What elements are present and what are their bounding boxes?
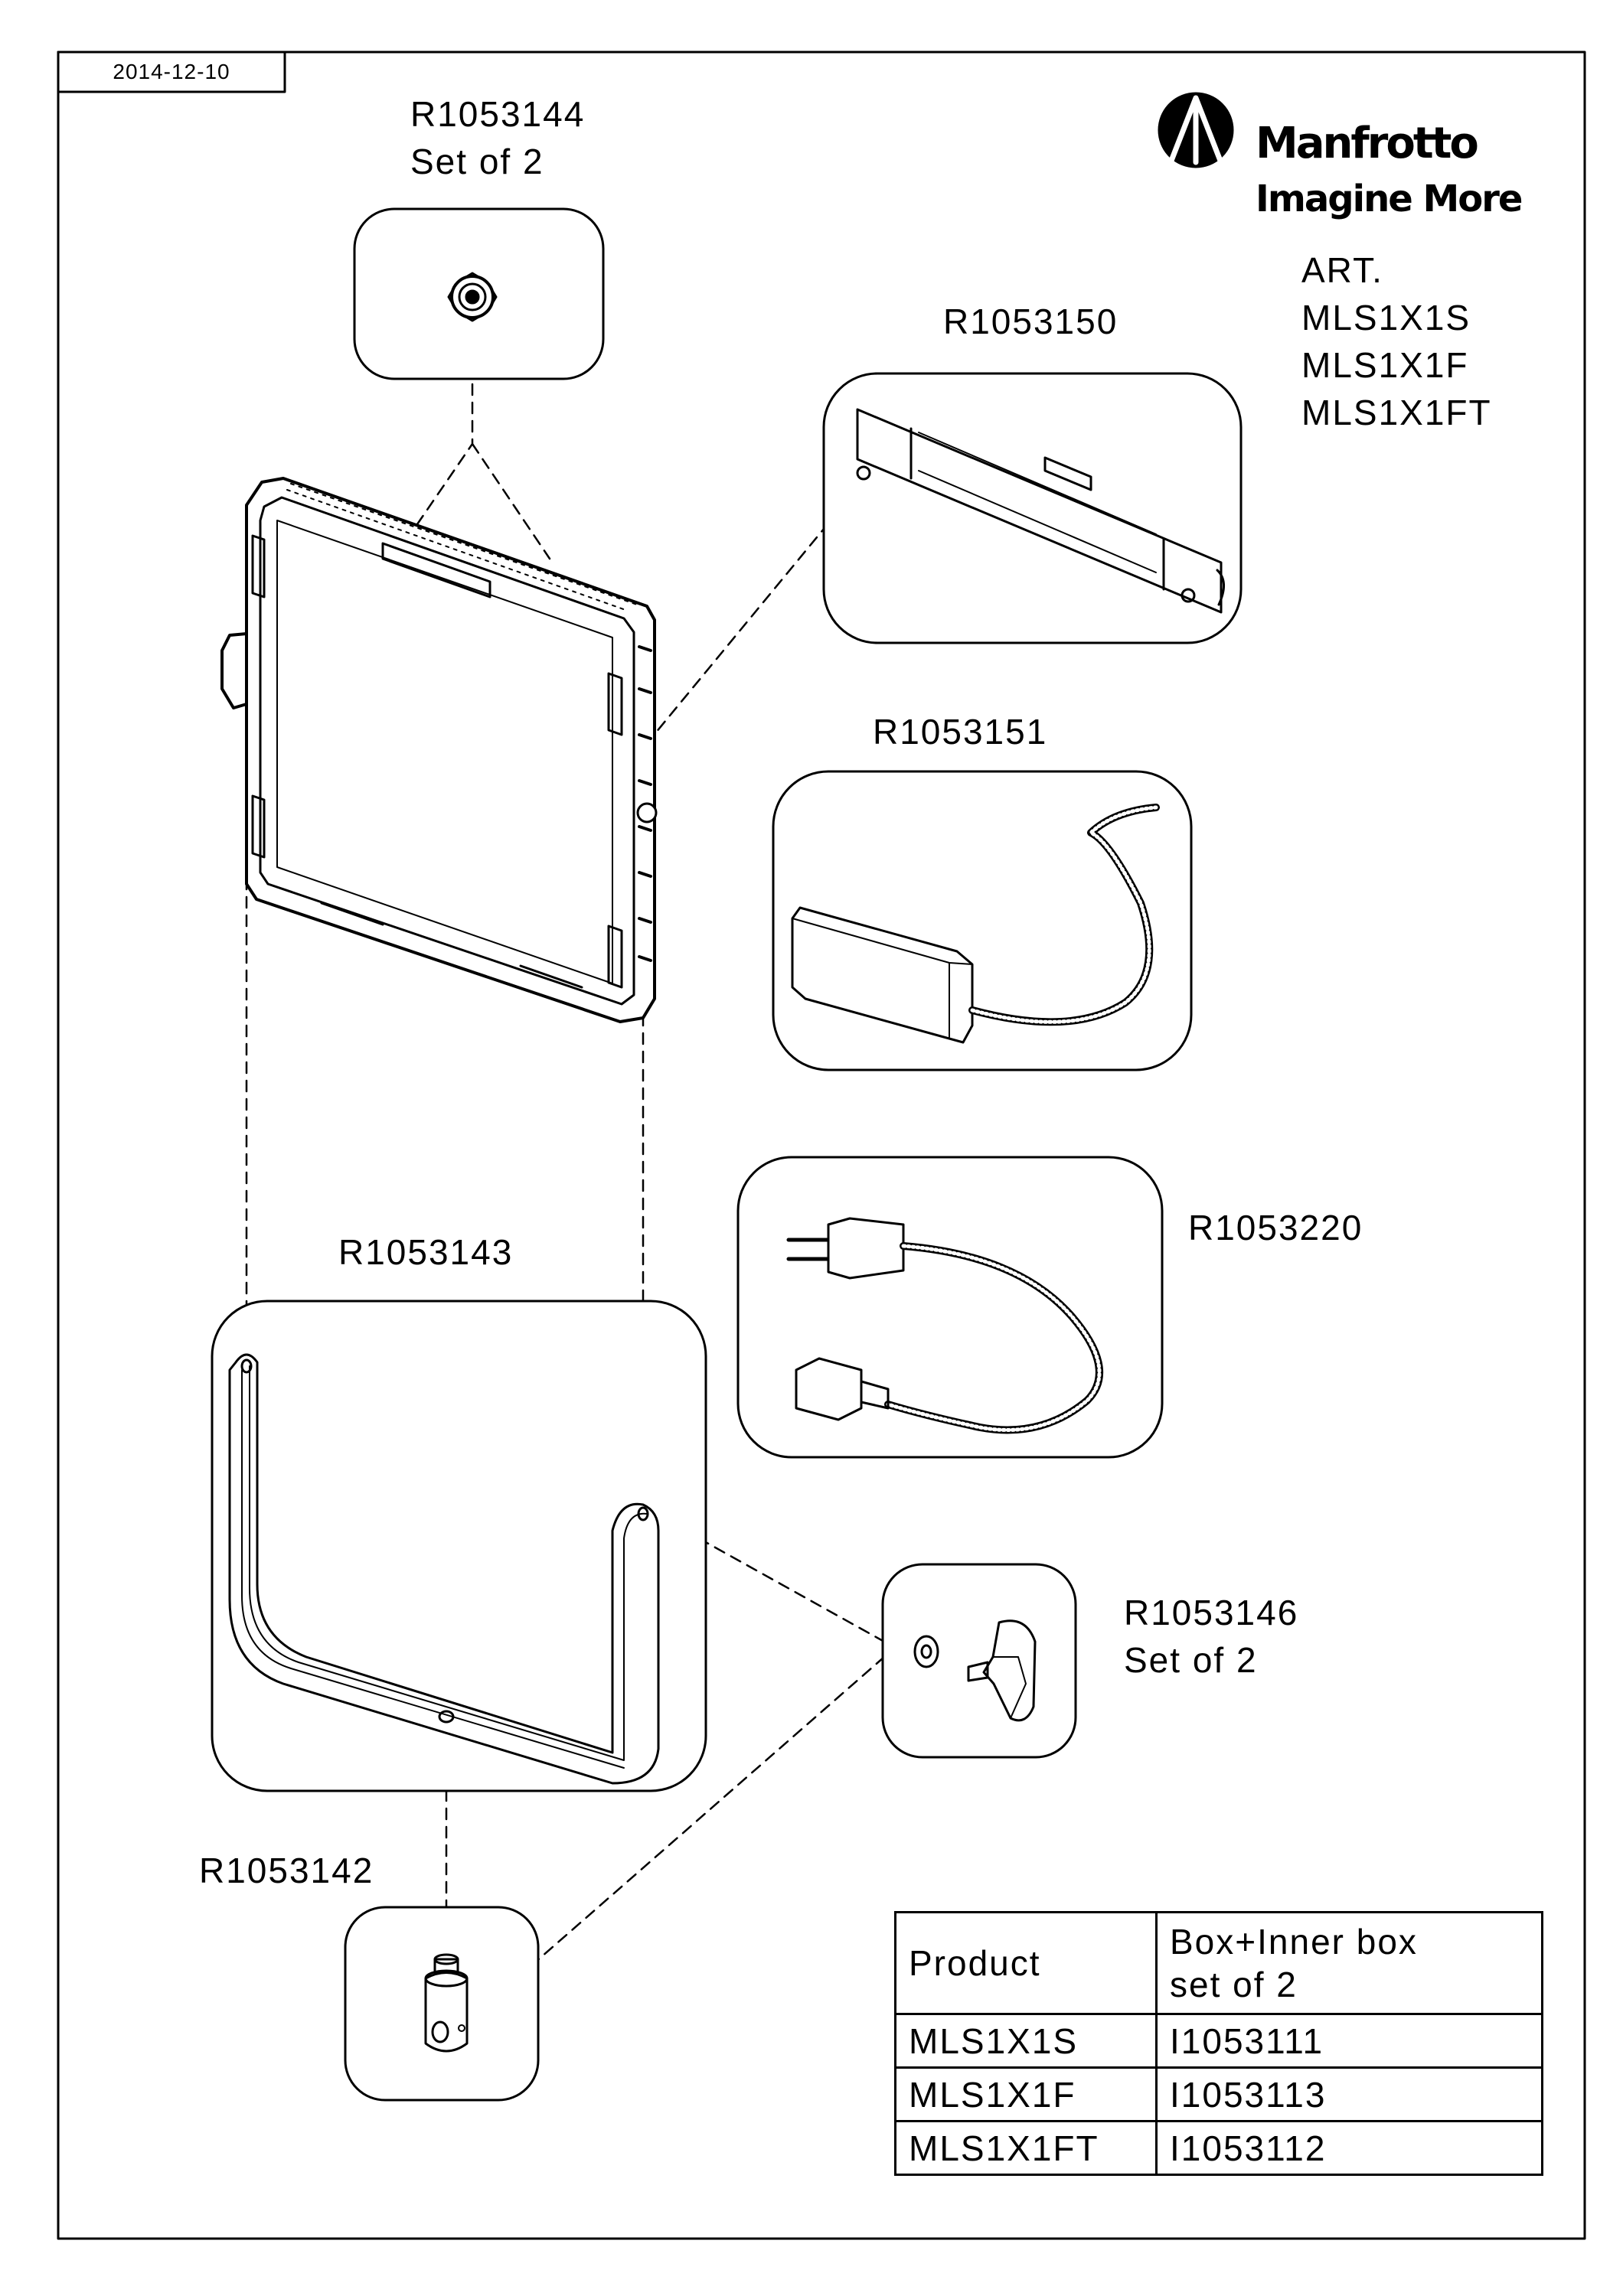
table-row: MLS1X1S I1053111 [894,2013,1543,2069]
part-note-r1053144: Set of 2 [410,142,544,181]
power-cable-icon [786,1217,1103,1434]
part-code-r1053143: R1053143 [338,1232,514,1272]
sheet-border [57,51,1586,2240]
article-code: MLS1X1F [1301,345,1469,385]
header-box-line2: set of 2 [1170,1965,1298,2004]
row-product: MLS1X1F [894,2066,1158,2122]
part-code-r1053142: R1053142 [199,1851,374,1890]
part-code-r1053144: R1053144 [410,94,586,134]
part-box-r1053151 [772,770,1193,1071]
date-stamp: 2014-12-10 [113,60,230,83]
part-box-r1053150 [822,372,1243,644]
article-code: MLS1X1S [1301,298,1471,338]
article-heading: ART. [1301,250,1383,290]
row-product: MLS1X1S [894,2013,1158,2069]
brand-name: Manfrotto [1256,119,1479,168]
brand-tagline: Imagine More [1256,178,1523,220]
yoke-icon [228,1353,660,1785]
power-supply-icon [791,804,1160,1044]
header-box-line1: Box+Inner box [1170,1922,1418,1962]
header-product: Product [894,1911,1158,2015]
date-box [57,51,286,93]
spigot-adapter-icon [424,1953,469,2053]
rear-plate-icon [856,408,1225,614]
row-box-code: I1053112 [1155,2120,1543,2176]
lock-knob-icon [913,1619,1037,1722]
row-box-code: I1053111 [1155,2013,1543,2069]
article-code: MLS1X1FT [1301,393,1492,432]
part-box-r1053143 [211,1300,707,1792]
table-header-row: Product Box+Inner box set of 2 [894,1911,1543,2015]
header-box: Box+Inner box set of 2 [1155,1911,1543,2015]
table-row: MLS1X1FT I1053112 [894,2120,1543,2176]
part-code-r1053220: R1053220 [1188,1208,1363,1247]
part-box-r1053146 [881,1563,1077,1759]
part-box-r1053220 [736,1156,1164,1459]
manfrotto-logo-mark [1158,92,1234,168]
knob-icon [447,272,498,322]
part-code-r1053146: R1053146 [1124,1593,1299,1632]
row-box-code: I1053113 [1155,2066,1543,2122]
led-panel-icon [220,477,658,1023]
packaging-table: Product Box+Inner box set of 2 MLS1X1S I… [894,1911,1543,2176]
part-code-r1053151: R1053151 [873,712,1048,752]
table-row: MLS1X1F I1053113 [894,2066,1543,2122]
part-note-r1053146: Set of 2 [1124,1640,1258,1680]
part-code-r1053150: R1053150 [943,302,1118,341]
row-product: MLS1X1FT [894,2120,1158,2176]
